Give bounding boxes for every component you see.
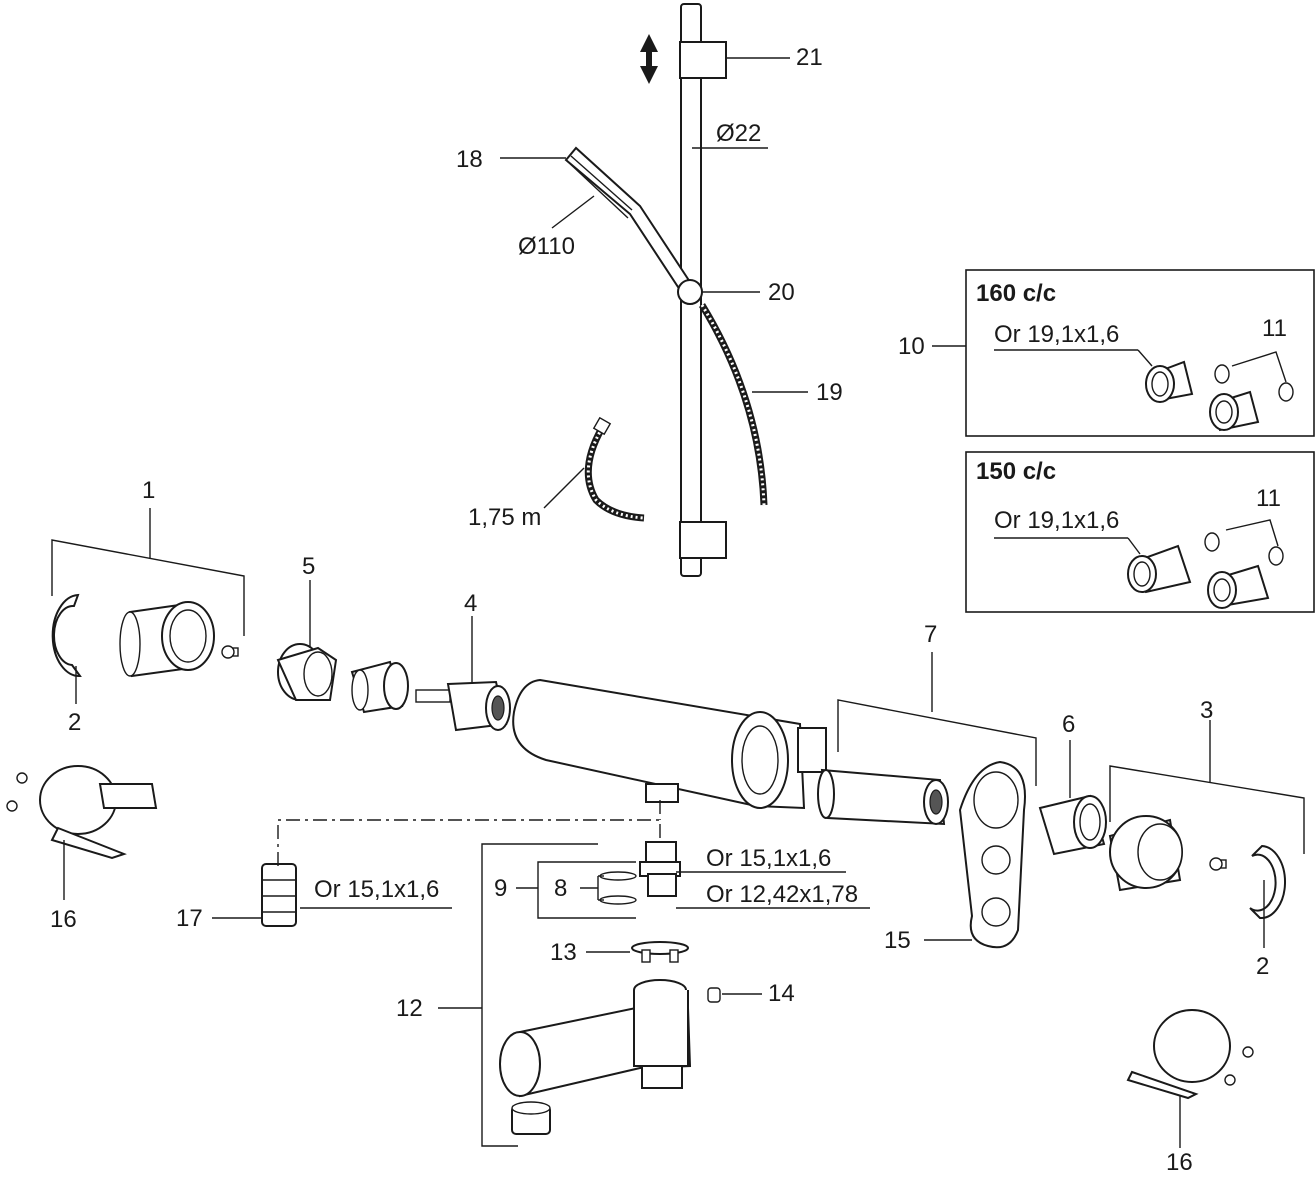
callout-12: 12	[396, 995, 423, 1022]
slider-knob	[677, 279, 703, 305]
eccentric-150	[1127, 532, 1284, 609]
callout-9: 9	[494, 875, 507, 902]
cover-ring-right	[1249, 844, 1287, 920]
rail-bracket-top	[679, 41, 727, 79]
right-cartridge-7	[817, 768, 949, 826]
dimension-head-diameter: Ø110	[518, 233, 575, 260]
dimension-hose-length: 1,75 m	[468, 504, 541, 531]
oring-label-150: Or 19,1x1,6	[994, 507, 1119, 534]
box-150-title: 150 c/c	[976, 458, 1056, 485]
callout-3: 3	[1200, 697, 1213, 724]
callout-8: 8	[554, 875, 567, 902]
callout-6: 6	[1062, 711, 1075, 738]
callout-2-right: 2	[1256, 953, 1269, 980]
callout-16-left: 16	[50, 906, 77, 933]
callout-19: 19	[816, 379, 843, 406]
callout-15: 15	[884, 927, 911, 954]
shower-hose	[699, 303, 768, 506]
oring-label-160: Or 19,1x1,6	[994, 321, 1119, 348]
callout-7: 7	[924, 621, 937, 648]
callout-14: 14	[768, 980, 795, 1007]
oring-label-9-bottom: Or 12,42x1,78	[706, 881, 858, 908]
callout-1: 1	[142, 477, 155, 504]
callout-20: 20	[768, 279, 795, 306]
dimension-rail-diameter: Ø22	[716, 120, 761, 147]
aerator	[511, 1101, 551, 1135]
eccentric-160	[1145, 360, 1294, 432]
nipple-9	[639, 841, 681, 897]
lever-handle-right	[1126, 1009, 1254, 1100]
oring-8-top	[599, 871, 637, 881]
callout-16-right: 16	[1166, 1149, 1193, 1176]
callout-21: 21	[796, 44, 823, 71]
callout-11-top: 11	[1262, 315, 1287, 342]
callout-18: 18	[456, 146, 483, 173]
clip-13	[631, 941, 689, 963]
screw-right	[1209, 857, 1227, 871]
grub-screw-14	[707, 987, 721, 1003]
callout-10: 10	[898, 333, 925, 360]
callout-13: 13	[550, 939, 577, 966]
body-outlet	[645, 783, 679, 803]
shower-rail-assembly	[564, 3, 768, 577]
lever-handle-left	[6, 765, 158, 860]
cartridge-4	[415, 680, 511, 732]
oring-label-9-top: Or 15,1x1,6	[706, 845, 831, 872]
callout-4: 4	[464, 590, 477, 617]
oring-label-17: Or 15,1x1,6	[314, 876, 439, 903]
cover-ring-left	[51, 593, 82, 678]
handle-cap-left	[119, 601, 215, 678]
nut-ring	[350, 660, 409, 714]
callout-17: 17	[176, 905, 203, 932]
callout-5: 5	[302, 553, 315, 580]
hand-shower-head	[564, 146, 692, 292]
bath-spout	[499, 979, 692, 1098]
loose-hose	[584, 426, 645, 522]
callout-2-left: 2	[68, 709, 81, 736]
adapter-6	[1038, 794, 1107, 856]
box-160-title: 160 c/c	[976, 280, 1056, 307]
oring-8-bottom	[599, 895, 637, 905]
up-down-arrow-icon	[640, 34, 658, 84]
connector-17	[261, 863, 297, 927]
callout-labels: 21 Ø22 18 Ø110 20 19 1,75 m 1 5 4 2 16 1…	[50, 44, 1287, 1176]
callout-11-bottom: 11	[1256, 485, 1281, 512]
leader-lines	[51, 57, 1305, 1148]
handle-cap-right	[1108, 815, 1183, 892]
mounting-plate-15	[958, 760, 1026, 949]
left-handle-parts	[51, 593, 511, 732]
screw-left	[221, 645, 239, 659]
rail-bracket-bottom	[679, 521, 727, 559]
adapter-5	[276, 643, 338, 701]
thermostatic-valve-body	[512, 678, 827, 810]
